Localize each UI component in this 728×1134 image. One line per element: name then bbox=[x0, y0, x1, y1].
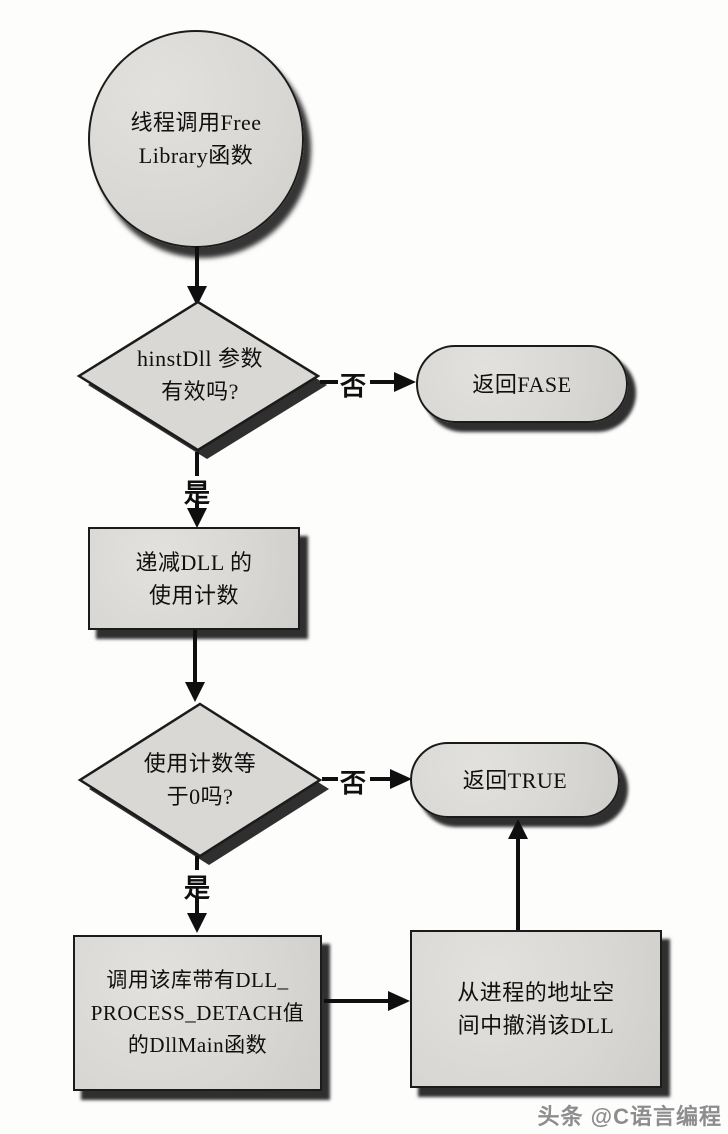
edge-label-no-2: 否 bbox=[339, 769, 366, 798]
decision-hinstdll-valid: hinstDll 参数 有效吗? bbox=[95, 330, 305, 420]
decision-count-zero: 使用计数等 于0吗? bbox=[95, 735, 305, 825]
edge-label-no-1: 否 bbox=[339, 372, 366, 401]
edge-label-yes-2: 是 bbox=[183, 874, 210, 903]
process-call-dllmain: 调用该库带有DLL_ PROCESS_DETACH值 的DllMain函数 bbox=[73, 935, 322, 1091]
call-dllmain-label: 调用该库带有DLL_ PROCESS_DETACH值 的DllMain函数 bbox=[90, 968, 305, 1058]
edge-label-yes-1: 是 bbox=[183, 479, 210, 508]
decision-count-zero-label: 使用计数等 于0吗? bbox=[143, 751, 257, 809]
terminator-return-fase: 返回FASE bbox=[416, 345, 628, 423]
decision-hinstdll-label: hinstDll 参数 有效吗? bbox=[137, 346, 263, 404]
return-fase-label: 返回FASE bbox=[472, 371, 572, 397]
decrement-count-label: 递减DLL 的 使用计数 bbox=[135, 549, 253, 608]
start-node-thread-calls-freelibrary: 线程调用Free Library函数 bbox=[88, 30, 304, 248]
process-unmap-dll: 从进程的地址空 间中撤消该DLL bbox=[410, 930, 662, 1088]
unmap-dll-label: 从进程的地址空 间中撤消该DLL bbox=[457, 980, 615, 1038]
return-true-label: 返回TRUE bbox=[462, 767, 568, 793]
terminator-return-true: 返回TRUE bbox=[410, 742, 620, 818]
watermark-credit: 头条 @C语言编程 bbox=[537, 1104, 722, 1129]
start-node-label: 线程调用Free Library函数 bbox=[130, 110, 262, 168]
decision-count-zero-shape bbox=[77, 702, 329, 865]
decision-hinstdll-valid-shape bbox=[76, 300, 327, 459]
process-decrement-count: 递减DLL 的 使用计数 bbox=[88, 527, 300, 630]
